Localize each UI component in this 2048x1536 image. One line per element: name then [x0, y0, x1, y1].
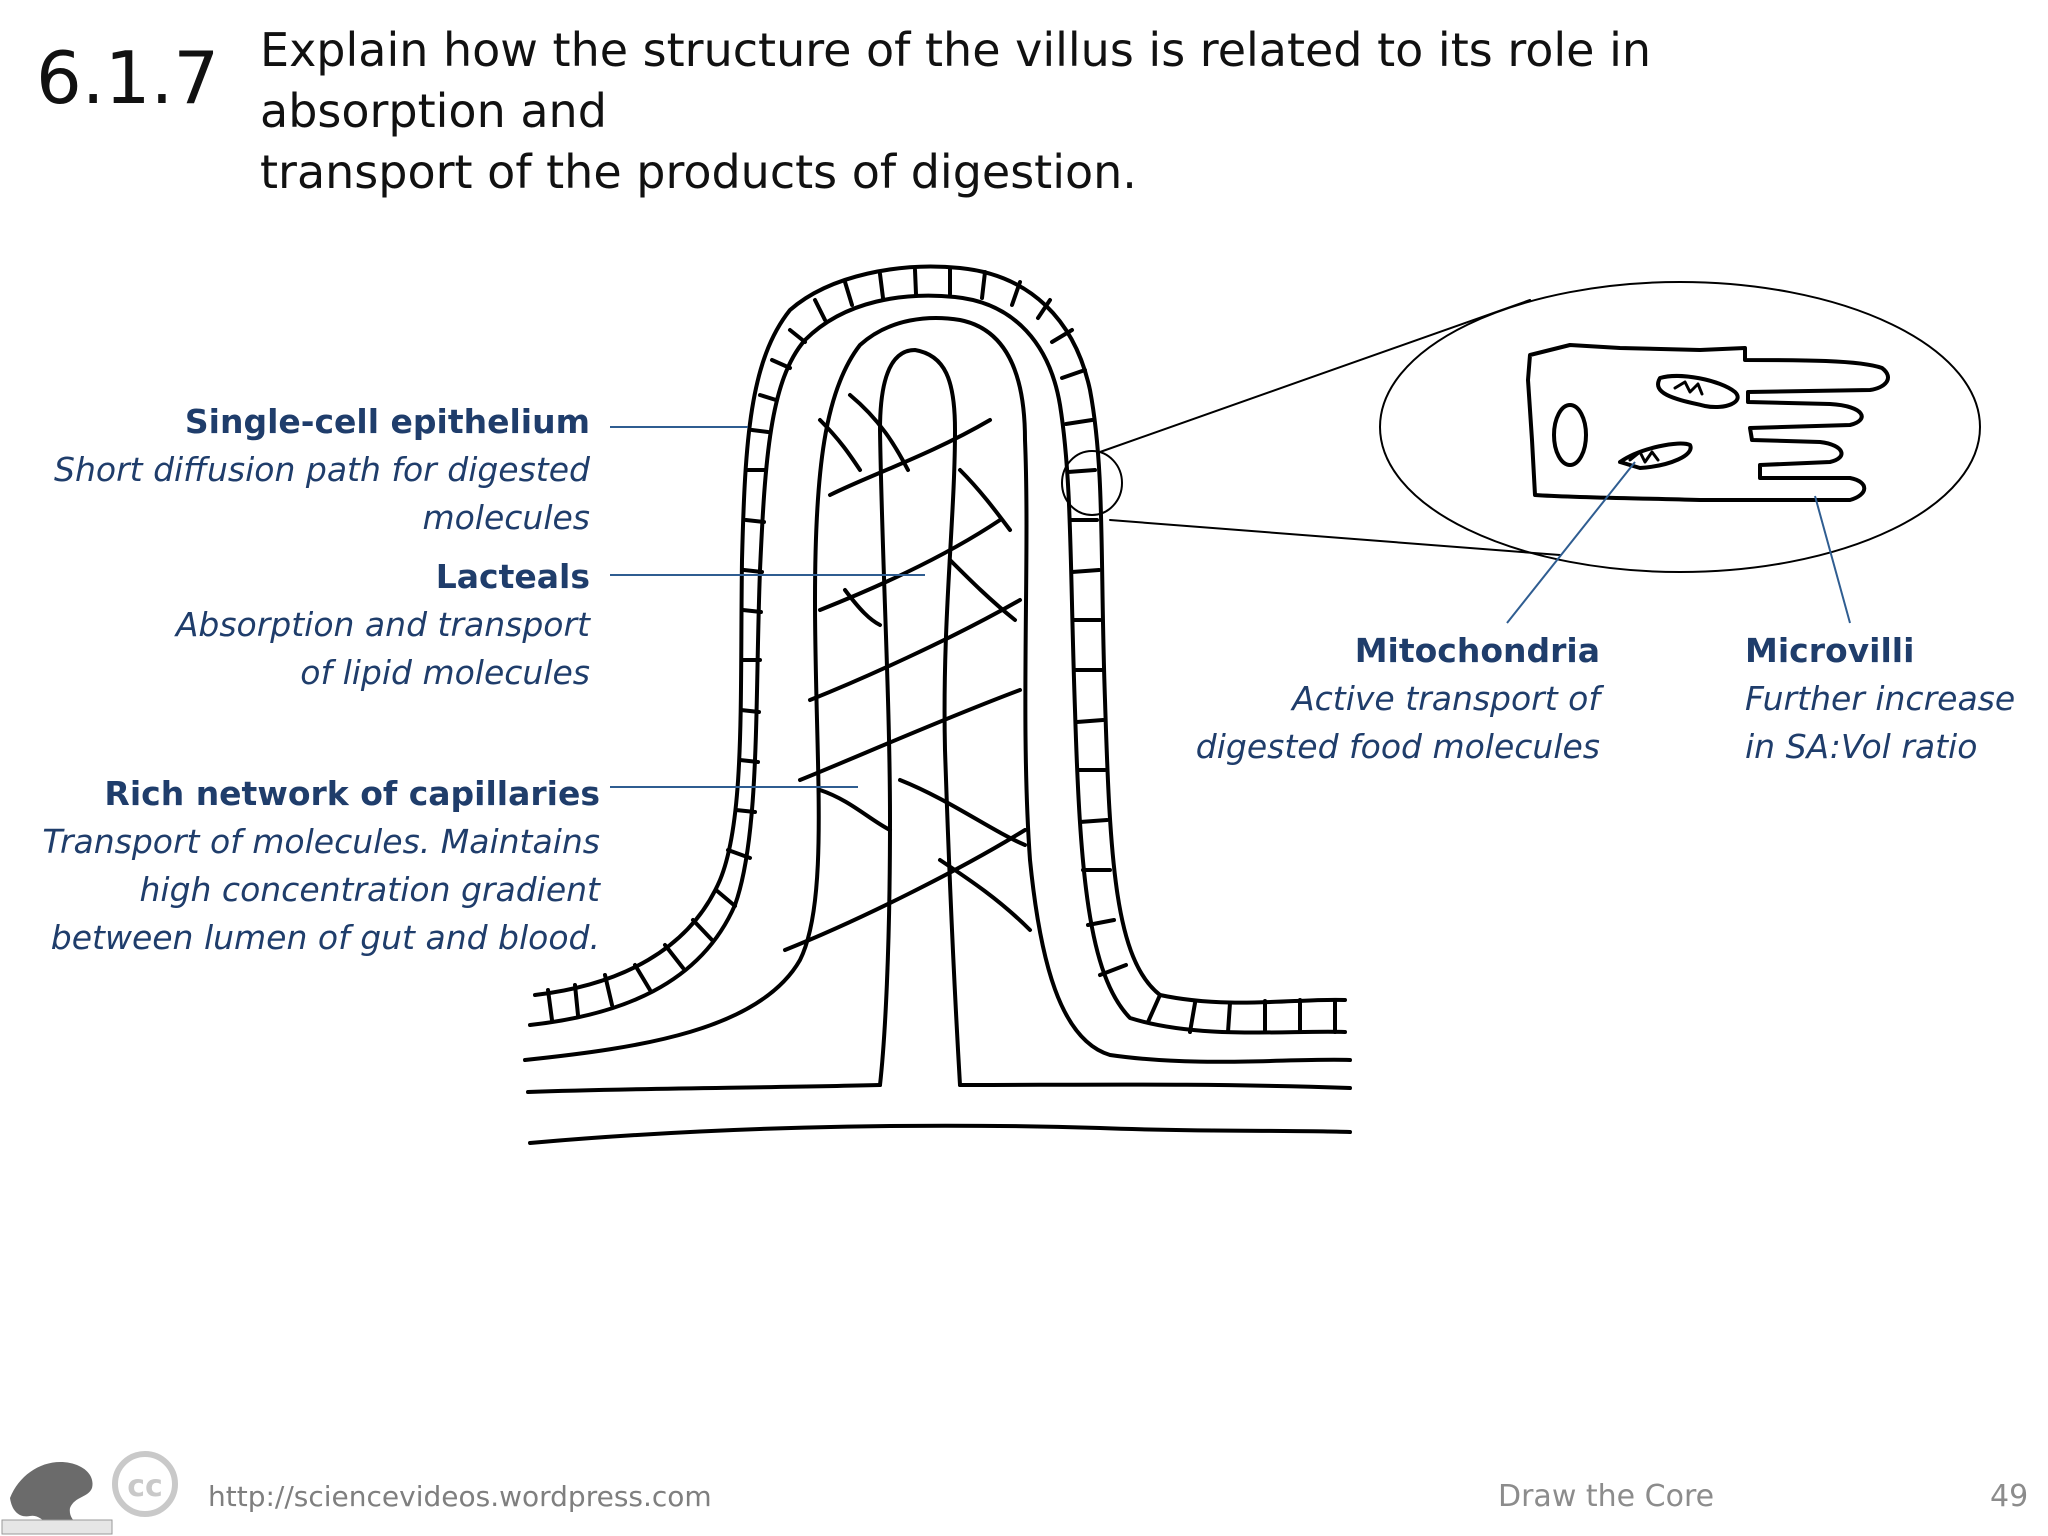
label-capillaries: Rich network of capillaries Transport of… — [30, 770, 600, 962]
lacteal — [878, 348, 962, 1087]
submucosa-line-1 — [958, 1082, 1352, 1090]
epithelium-inner-edge — [528, 293, 1347, 1035]
epithelium-cells — [546, 266, 1337, 1034]
footer-title: Draw the Core — [1498, 1479, 1715, 1514]
epithelium-outer-edge — [533, 264, 1347, 1005]
question-line-2: transport of the products of digestion. — [260, 145, 1137, 199]
mitochondrion-1 — [1656, 373, 1740, 409]
label-capillaries-line-2: high concentration gradient — [139, 870, 601, 909]
label-lacteals-heading: Lacteals — [435, 557, 590, 596]
leader-microvilli — [1814, 495, 1851, 624]
enlarged-cell-body — [1526, 343, 1890, 502]
label-epithelium-heading: Single-cell epithelium — [184, 402, 590, 441]
label-mitochondria: Mitochondria Active transport of digeste… — [1150, 627, 1600, 771]
label-mitochondria-heading: Mitochondria — [1354, 631, 1600, 670]
cc-icon: cc — [112, 1451, 178, 1517]
lizard-icon — [1, 1462, 113, 1535]
svg-text:cc: cc — [127, 1469, 163, 1504]
zoom-line-top — [1099, 299, 1531, 453]
nucleus — [1552, 403, 1588, 467]
slide-question: Explain how the structure of the villus … — [260, 20, 1910, 203]
mitochondrion-2-cristae — [1628, 450, 1660, 464]
zoom-line-bottom — [1109, 519, 1561, 556]
label-microvilli-heading: Microvilli — [1745, 631, 1915, 670]
footer-logo: cc — [1, 1451, 178, 1535]
submucosa-line-3 — [528, 1123, 1352, 1145]
mitochondrion-1-cristae — [1673, 380, 1704, 396]
enlarged-cell-ellipse — [1379, 281, 1981, 573]
leader-mitochondria — [1506, 461, 1636, 624]
footer-url[interactable]: http://sciencevideos.wordpress.com — [208, 1480, 712, 1513]
section-number: 6.1.7 — [36, 36, 220, 120]
label-capillaries-line-3: between lumen of gut and blood. — [50, 918, 600, 957]
label-microvilli-line-2: in SA:Vol ratio — [1745, 727, 1978, 766]
magnifier-circle — [1061, 450, 1123, 516]
label-lacteals-line-1: Absorption and transport — [175, 605, 590, 644]
label-microvilli: Microvilli Further increase in SA:Vol ra… — [1745, 627, 2045, 771]
label-epithelium-line-2: molecules — [422, 498, 590, 537]
label-microvilli-line-1: Further increase — [1745, 679, 2016, 718]
label-epithelium-line-1: Short diffusion path for digested — [54, 450, 590, 489]
label-lacteals-line-2: of lipid molecules — [300, 653, 590, 692]
label-mitochondria-line-2: digested food molecules — [1195, 727, 1600, 766]
question-line-1: Explain how the structure of the villus … — [260, 23, 1652, 138]
label-mitochondria-line-1: Active transport of — [1292, 679, 1600, 718]
capillary-boundary — [523, 316, 1352, 1064]
label-lacteals: Lacteals Absorption and transport of lip… — [40, 553, 590, 697]
page-number: 49 — [1990, 1479, 2029, 1514]
label-epithelium: Single-cell epithelium Short diffusion p… — [40, 398, 590, 542]
mitochondrion-2 — [1618, 441, 1693, 470]
label-capillaries-line-1: Transport of molecules. Maintains — [42, 822, 600, 861]
label-capillaries-heading: Rich network of capillaries — [104, 774, 600, 813]
submucosa-line-2 — [526, 1083, 882, 1094]
capillary-network — [783, 393, 1032, 952]
